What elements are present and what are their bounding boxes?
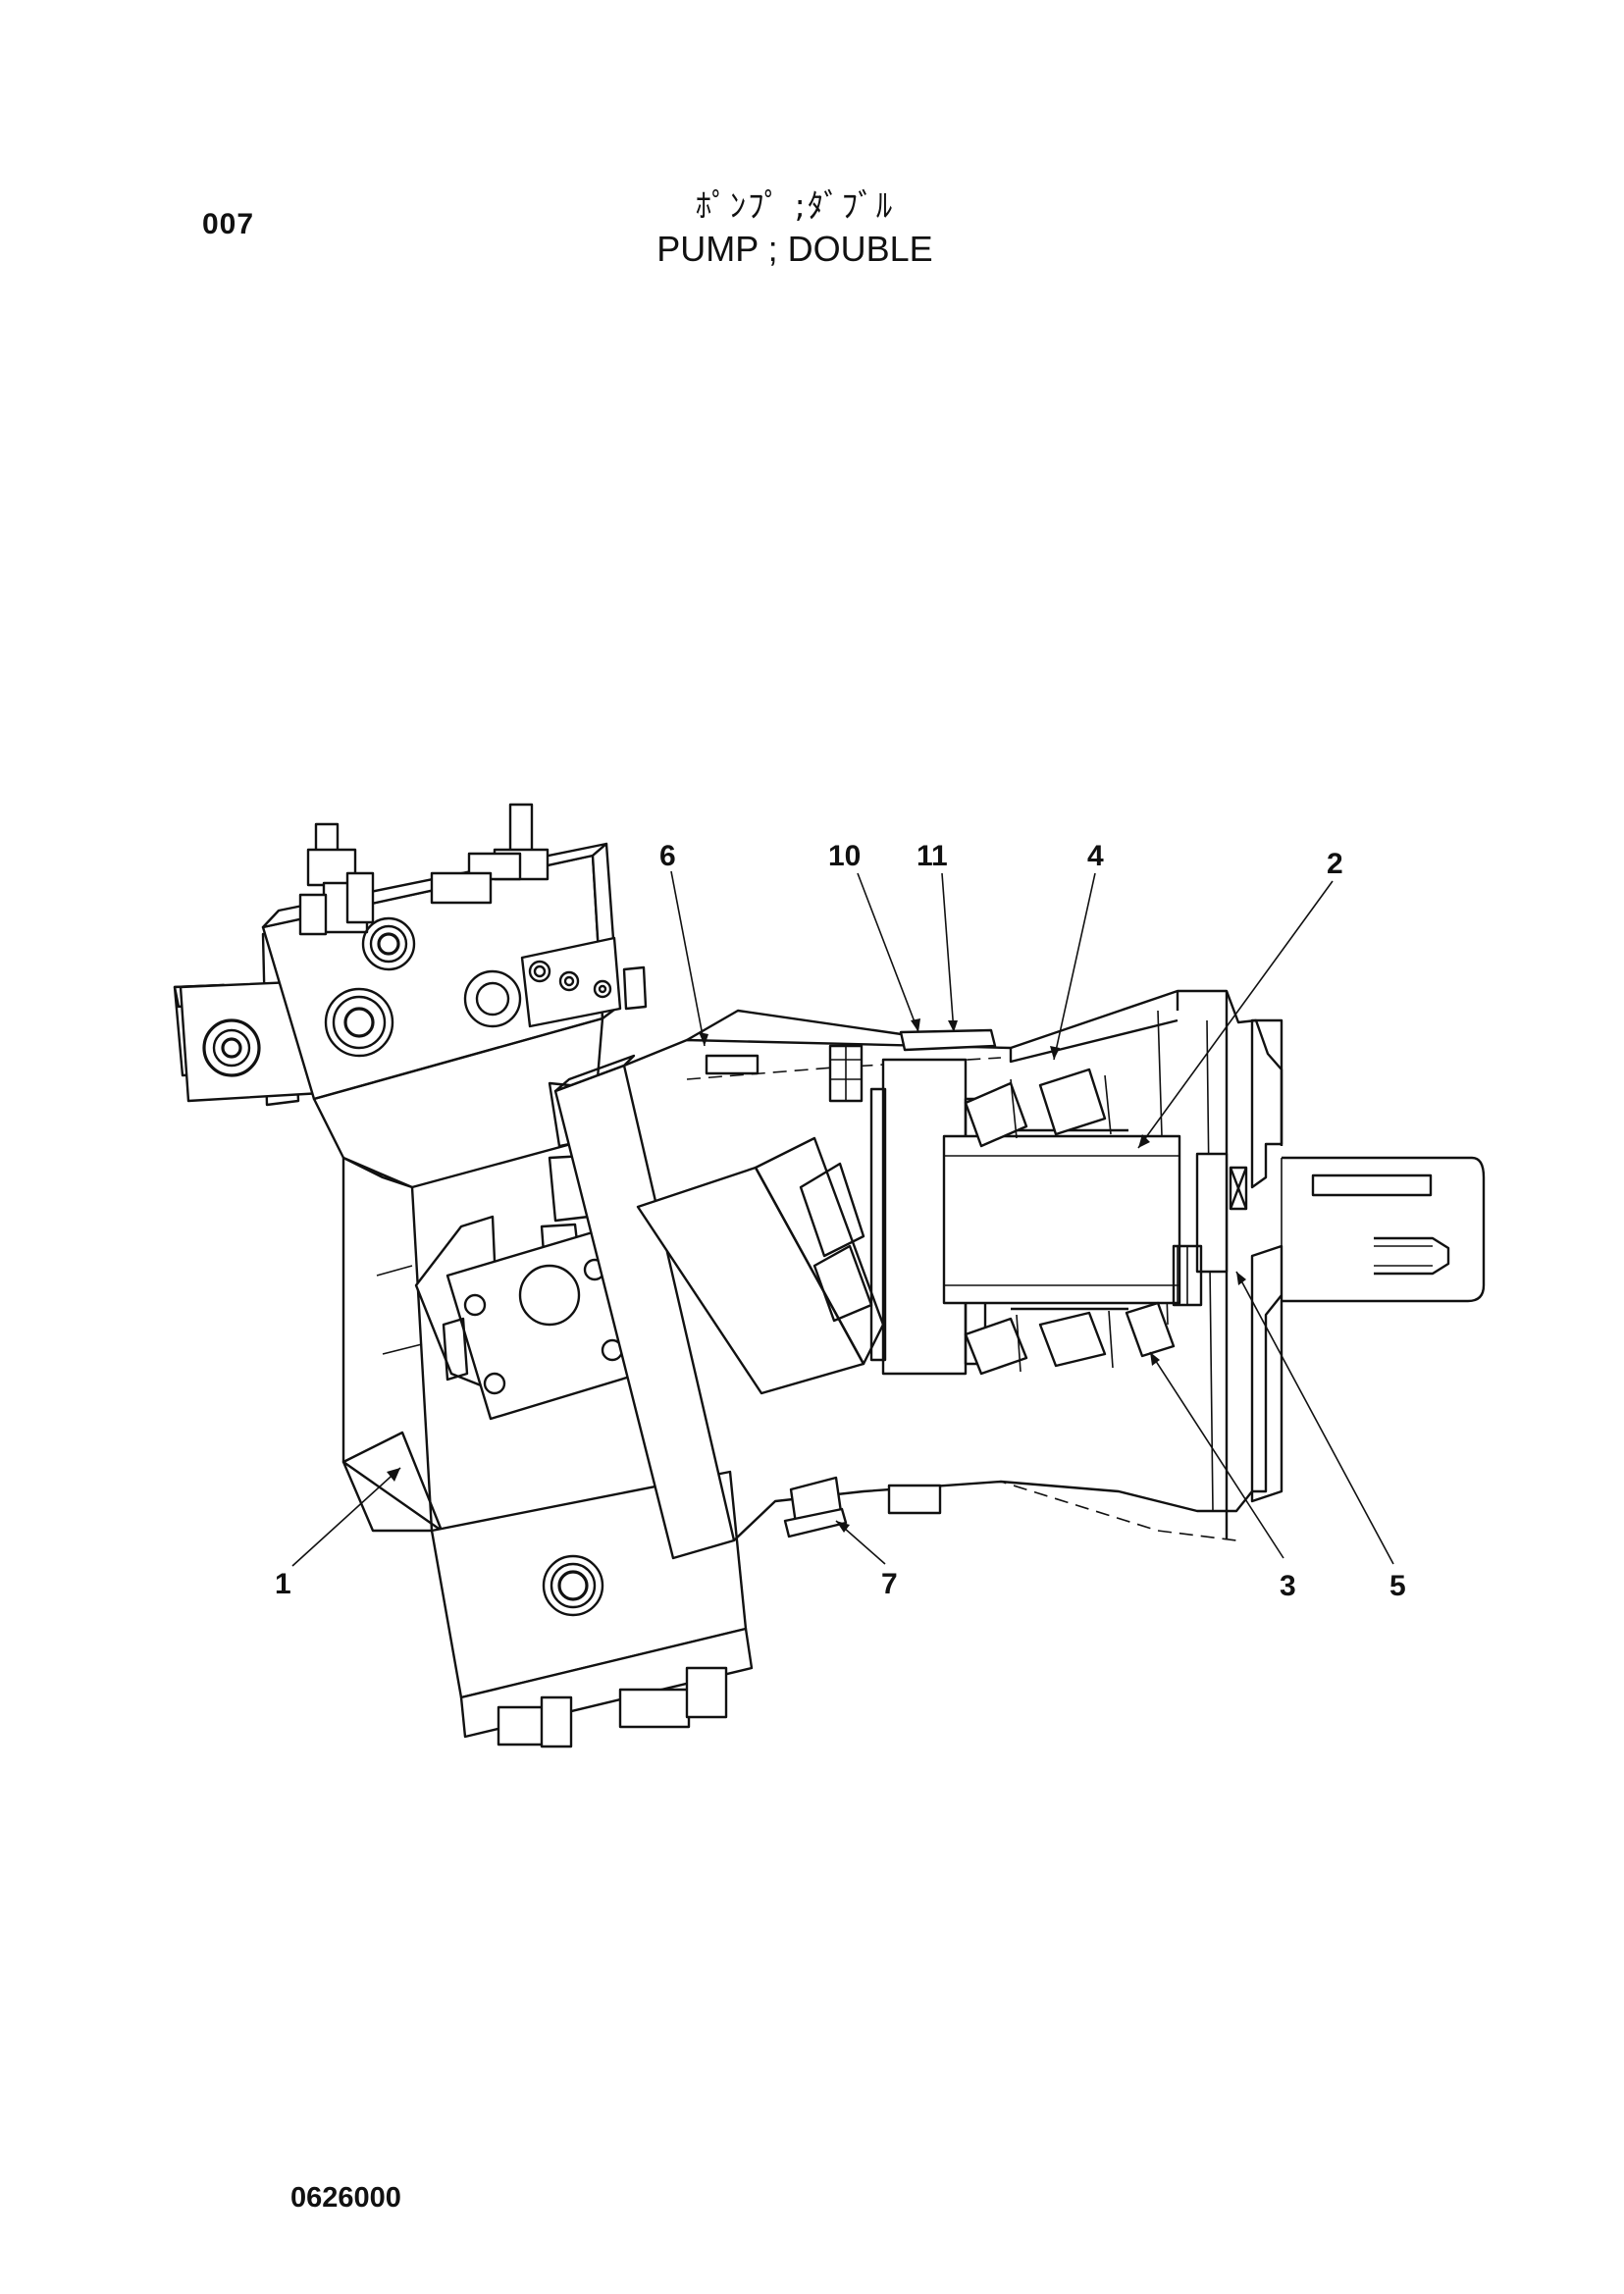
callout-5: 5 bbox=[1389, 1570, 1406, 1602]
regulator-block bbox=[173, 803, 648, 1107]
callout-10: 10 bbox=[828, 840, 861, 872]
title-japanese: ﾎﾟﾝﾌﾟ ;ﾀﾞﾌﾞﾙ bbox=[695, 186, 895, 225]
cylinder-shaft bbox=[869, 1058, 1486, 1376]
leader-lines bbox=[291, 870, 1394, 1567]
port-flange bbox=[414, 1215, 642, 1421]
callout-2: 2 bbox=[1327, 848, 1343, 880]
callout-labels: 6 10 11 4 2 1 7 3 5 bbox=[275, 840, 1406, 1602]
callout-7: 7 bbox=[881, 1568, 898, 1600]
callout-6: 6 bbox=[659, 840, 676, 872]
callout-11: 11 bbox=[917, 840, 948, 872]
page-number: 007 bbox=[202, 208, 255, 240]
title-english: PUMP ; DOUBLE bbox=[656, 229, 933, 269]
drawing-number: 0626000 bbox=[290, 2182, 401, 2214]
title-block: ﾎﾟﾝﾌﾟ ;ﾀﾞﾌﾞﾙ PUMP ; DOUBLE bbox=[550, 184, 1040, 271]
callout-3: 3 bbox=[1280, 1570, 1296, 1602]
callout-1: 1 bbox=[275, 1568, 291, 1600]
callout-4: 4 bbox=[1087, 840, 1104, 872]
